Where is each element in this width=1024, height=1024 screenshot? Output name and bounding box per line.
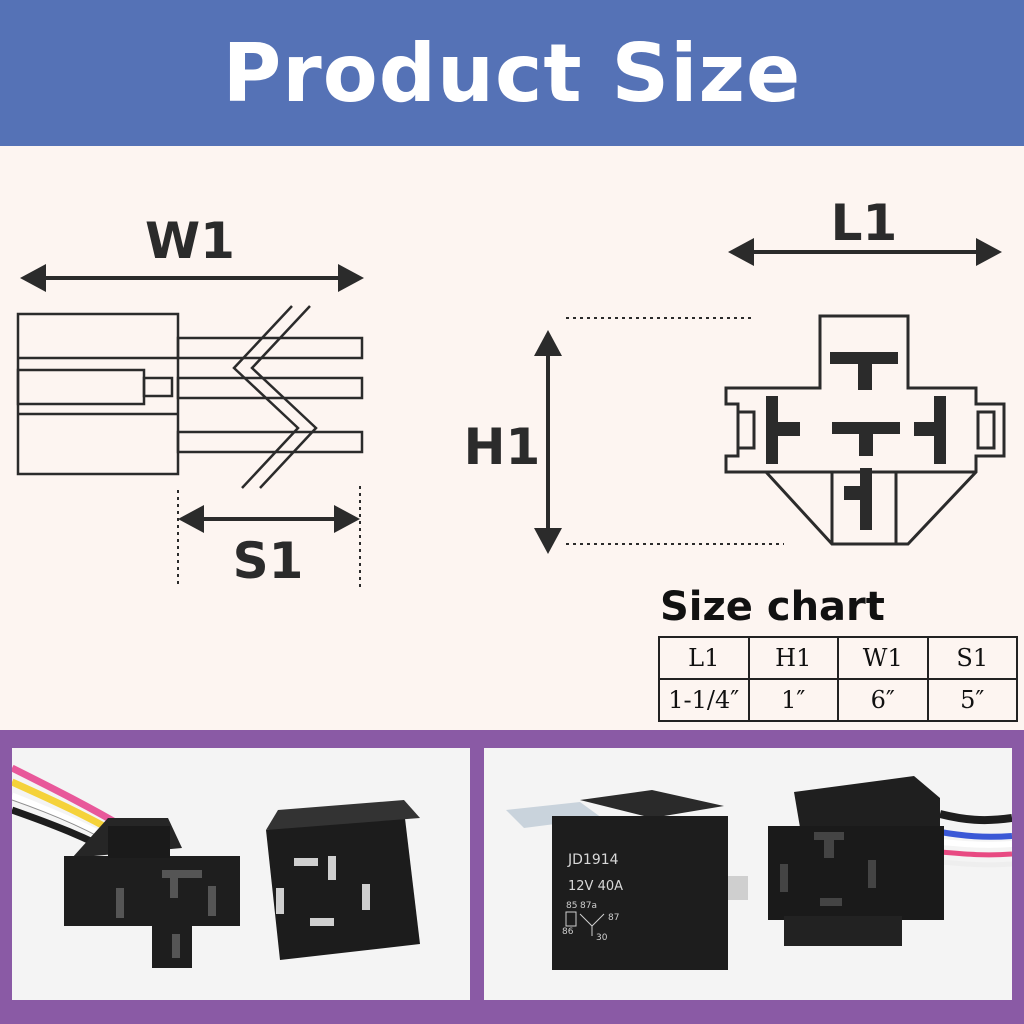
photo-relay-front-and-socket: JD1914 12V 40A 85 87a 87 86 30 bbox=[484, 748, 1012, 1000]
w1-label: W1 bbox=[145, 212, 235, 270]
page-title: Product Size bbox=[222, 26, 802, 120]
w1-arrow bbox=[20, 264, 364, 292]
relay-pin-85: 85 bbox=[566, 901, 577, 911]
header-banner: Product Size bbox=[0, 0, 1024, 146]
s1-arrow bbox=[178, 505, 360, 533]
h1-guides bbox=[566, 317, 784, 545]
socket-top-diagram: L1 H1 bbox=[464, 194, 1006, 554]
relay-schematic bbox=[565, 911, 605, 936]
value-h1: 1″ bbox=[747, 678, 839, 722]
h1-label: H1 bbox=[464, 418, 541, 476]
h1-arrow bbox=[534, 330, 562, 554]
header-h1: H1 bbox=[747, 636, 839, 680]
connector-body bbox=[16, 305, 364, 489]
photo-illustration-left bbox=[12, 748, 470, 1000]
socket-terminals bbox=[766, 352, 946, 530]
relay-model: JD1914 bbox=[567, 852, 619, 868]
value-s1: 5″ bbox=[926, 678, 1018, 722]
relay-pin-87: 87 bbox=[608, 913, 619, 923]
s1-guides bbox=[177, 486, 361, 588]
relay-pin-30: 30 bbox=[596, 933, 608, 943]
relay-rating: 12V 40A bbox=[568, 879, 623, 894]
l1-arrow bbox=[728, 238, 1002, 266]
relay-pin-86: 86 bbox=[562, 927, 574, 937]
value-w1: 6″ bbox=[837, 678, 929, 722]
value-l1: 1-1/4″ bbox=[658, 678, 750, 722]
s1-label: S1 bbox=[233, 532, 304, 590]
header-l1: L1 bbox=[658, 636, 750, 680]
l1-label: L1 bbox=[831, 194, 898, 252]
photo-socket-and-relay-bottom bbox=[12, 748, 470, 1000]
size-chart-table: L1 H1 W1 S1 1-1/4″ 1″ 6″ 5″ bbox=[658, 636, 1018, 722]
photo-illustration-right: JD1914 12V 40A 85 87a 87 86 30 bbox=[484, 748, 1012, 1000]
socket-outline bbox=[724, 314, 1006, 546]
header-w1: W1 bbox=[837, 636, 929, 680]
table-header-row: L1 H1 W1 S1 bbox=[658, 636, 1018, 680]
size-chart-title: Size chart bbox=[660, 584, 885, 630]
connector-side-diagram: W1 S1 bbox=[16, 212, 364, 590]
table-row: 1-1/4″ 1″ 6″ 5″ bbox=[658, 678, 1018, 722]
header-s1: S1 bbox=[926, 636, 1018, 680]
relay-pin-87a: 87a bbox=[580, 901, 597, 911]
